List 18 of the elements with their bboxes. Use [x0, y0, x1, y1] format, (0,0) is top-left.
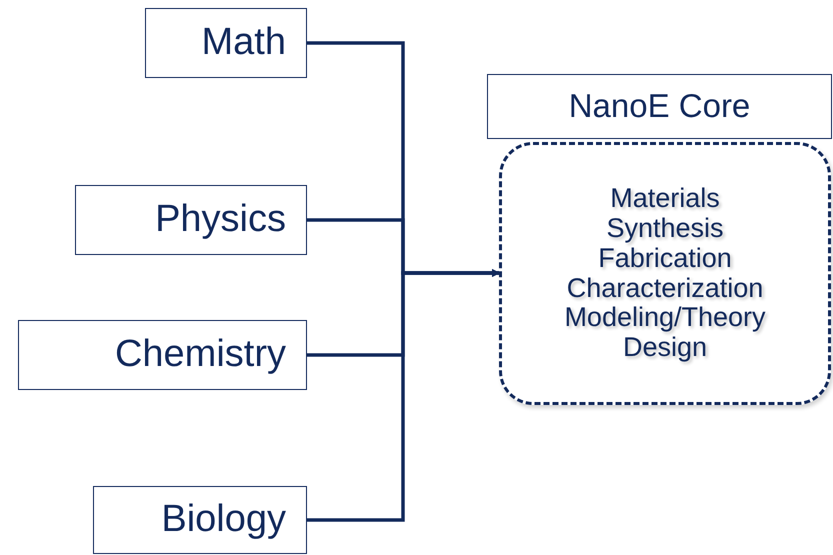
topic-text: Fabrication	[598, 244, 732, 274]
box-label: NanoE Core	[568, 88, 750, 125]
topic-text: Design	[622, 332, 708, 363]
topic-text: Synthesis	[606, 214, 724, 244]
dashed-group-box	[499, 142, 831, 405]
topic-text: Characterization	[566, 274, 764, 304]
box-label: Physics	[155, 199, 286, 241]
discipline-box	[145, 8, 307, 78]
box-label: Chemistry	[114, 334, 286, 376]
connector-arrow	[307, 269, 500, 522]
discipline-box	[93, 486, 307, 554]
discipline-box	[487, 74, 832, 139]
box-label: Biology	[161, 499, 286, 541]
discipline-box	[75, 185, 307, 255]
box-label: Math	[202, 22, 286, 64]
topic-text: Materials	[610, 184, 720, 214]
topic-text: Modeling/Theory	[564, 303, 766, 333]
discipline-box	[18, 320, 307, 390]
